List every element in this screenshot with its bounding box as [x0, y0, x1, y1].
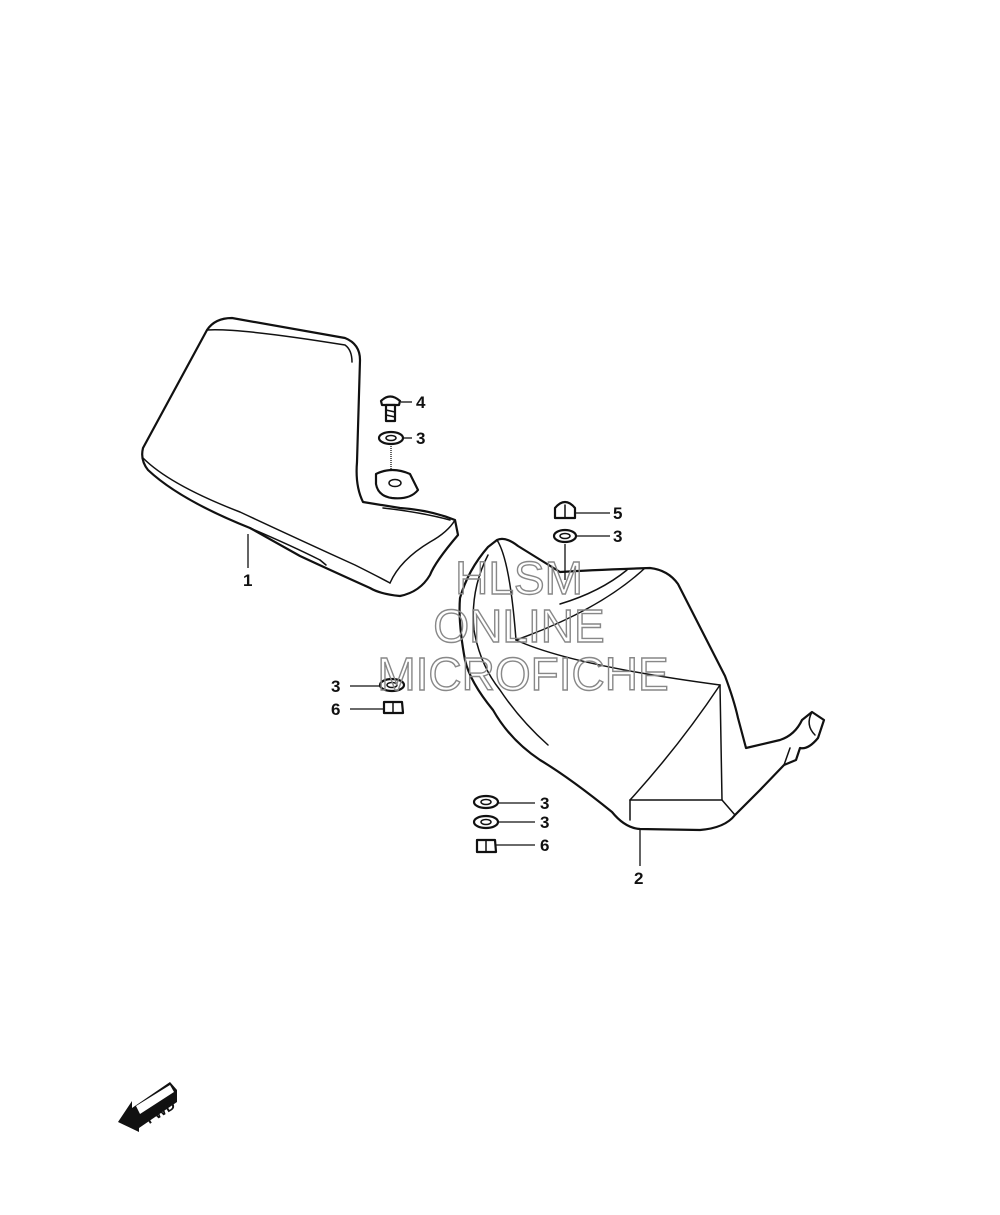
callout-6: 6	[540, 836, 549, 855]
washer-3-d[interactable]	[472, 794, 500, 810]
washer-3-a[interactable]	[377, 430, 405, 446]
hand-guard-2[interactable]	[458, 537, 826, 832]
callout-5: 5	[613, 504, 622, 523]
watermark-line-2: ONLINE	[433, 600, 604, 652]
washer-3-c[interactable]	[378, 677, 406, 693]
callout-1: 1	[243, 571, 252, 590]
callout-2: 2	[634, 869, 643, 888]
cap-nut-5[interactable]	[553, 500, 577, 520]
nut-6-b[interactable]	[475, 838, 498, 854]
callout-6: 6	[331, 700, 340, 719]
callout-3: 3	[613, 527, 622, 546]
nut-6-a[interactable]	[382, 700, 405, 715]
callout-3: 3	[331, 677, 340, 696]
screw-4[interactable]	[379, 395, 402, 423]
fwd-arrow-icon: FWD	[118, 1082, 178, 1132]
leader-lines	[247, 401, 641, 866]
washer-3-e[interactable]	[472, 814, 500, 830]
callout-3: 3	[416, 429, 425, 448]
watermark-line-1: HLSM	[455, 552, 583, 604]
callout-3: 3	[540, 813, 549, 832]
callout-4: 4	[416, 393, 426, 412]
watermark-line-3: MICROFICHE	[377, 648, 668, 700]
callout-3: 3	[540, 794, 549, 813]
watermark: HLSM ONLINE MICROFICHE	[377, 551, 670, 700]
washer-3-b[interactable]	[552, 528, 578, 544]
hand-guard-1[interactable]	[141, 316, 460, 598]
